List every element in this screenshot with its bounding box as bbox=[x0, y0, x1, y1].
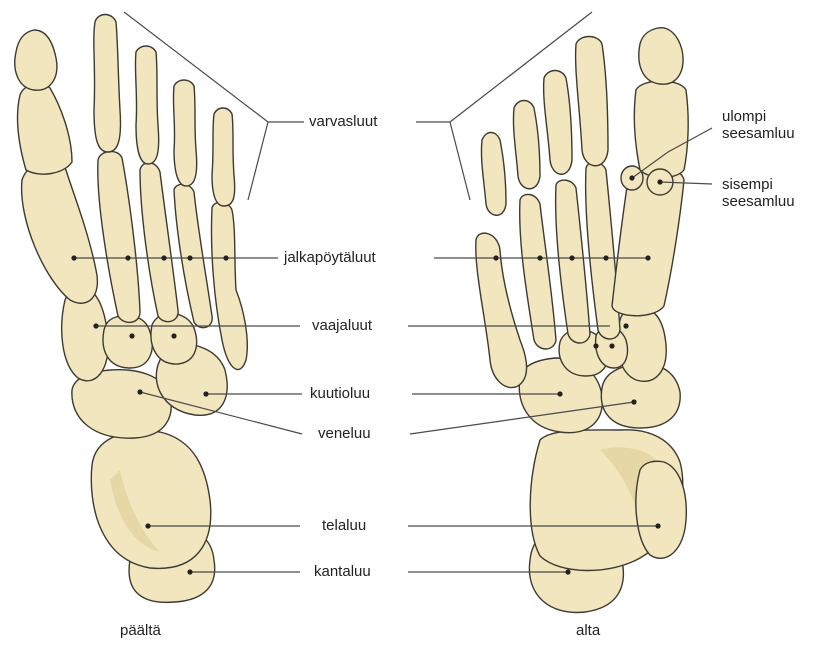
right-distal-phalanx-1 bbox=[639, 28, 683, 84]
label-cuboid: kuutioluu bbox=[310, 385, 370, 402]
left-phalanges-5 bbox=[212, 108, 235, 206]
right-metatarsal-2 bbox=[586, 162, 620, 339]
label-medial-sesamoid-line1: sisempi bbox=[722, 176, 795, 193]
right-phalanges-2 bbox=[576, 37, 608, 166]
caption-bottom-view: alta bbox=[576, 622, 600, 639]
left-phalanges-4 bbox=[173, 80, 196, 186]
label-medial-sesamoid-line2: seesamluu bbox=[722, 193, 795, 210]
right-talus bbox=[636, 461, 686, 558]
label-navicular: veneluu bbox=[318, 425, 371, 442]
left-foot-dorsal bbox=[15, 15, 247, 603]
label-lateral-sesamoid-line1: ulompi bbox=[722, 108, 795, 125]
label-cuneiforms: vaajaluut bbox=[312, 317, 372, 334]
left-intermediate-cuneiform bbox=[103, 316, 152, 368]
right-metatarsal-3 bbox=[556, 180, 590, 343]
left-proximal-phalanx-1 bbox=[18, 84, 72, 174]
label-talus: telaluu bbox=[322, 517, 366, 534]
right-phalanges-5 bbox=[481, 133, 506, 216]
left-phalanges-3 bbox=[135, 46, 158, 164]
left-distal-phalanx-1 bbox=[15, 30, 57, 90]
right-proximal-phalanx-1 bbox=[634, 81, 688, 178]
right-metatarsal-5 bbox=[476, 233, 527, 387]
left-metatarsal-1 bbox=[22, 161, 98, 303]
right-phalanges-4 bbox=[513, 101, 540, 189]
caption-top-view: päältä bbox=[120, 622, 161, 639]
label-lateral-sesamoid-line2: seesamluu bbox=[722, 125, 795, 142]
left-metatarsal-3 bbox=[140, 163, 178, 322]
right-phalanges-3 bbox=[544, 71, 572, 175]
left-phalanges-2 bbox=[94, 15, 121, 153]
left-metatarsal-4 bbox=[174, 184, 212, 327]
label-medial-sesamoid: sisempi seesamluu bbox=[722, 176, 795, 210]
label-calcaneus: kantaluu bbox=[314, 563, 371, 580]
label-metatarsals: jalkapöytäluut bbox=[284, 249, 376, 266]
left-lateral-cuneiform bbox=[151, 314, 197, 365]
left-metatarsal-2 bbox=[98, 151, 140, 322]
label-lateral-sesamoid: ulompi seesamluu bbox=[722, 108, 795, 142]
label-phalanges: varvasluut bbox=[309, 113, 377, 130]
left-metatarsal-5 bbox=[211, 202, 247, 369]
